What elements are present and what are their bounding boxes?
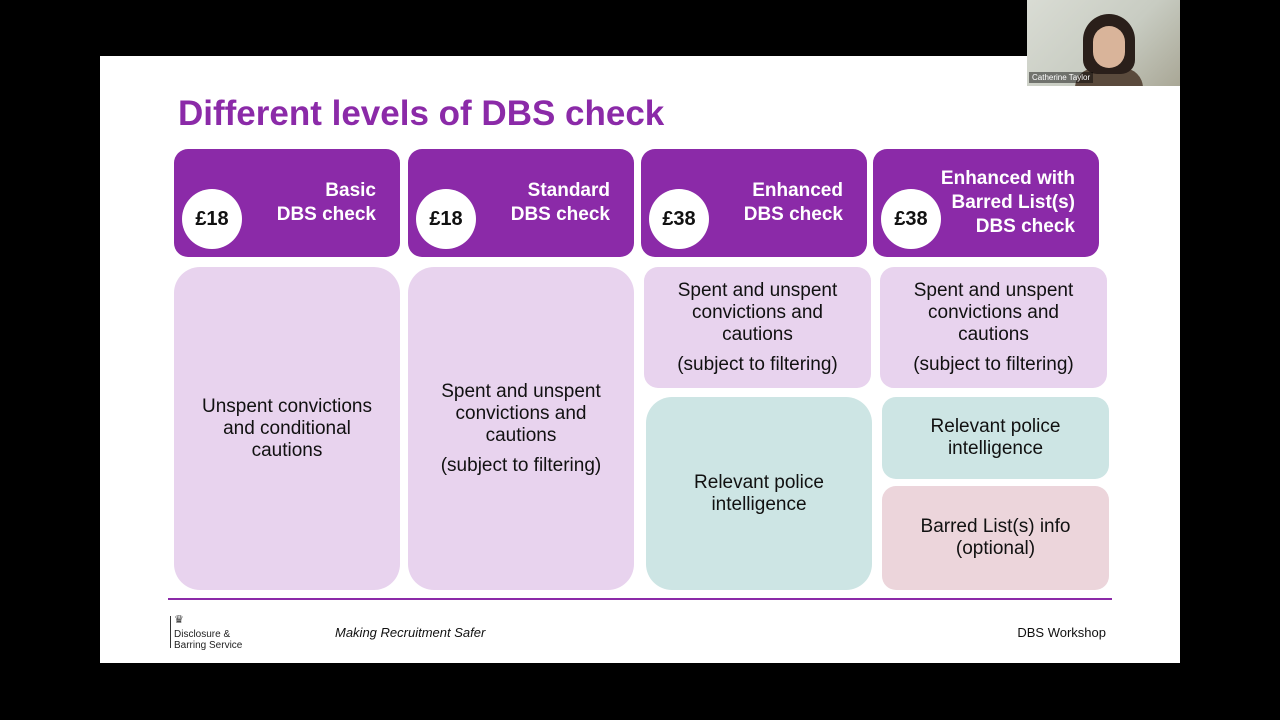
info-line: cautions xyxy=(958,323,1029,345)
header-basic: £18 Basic DBS check xyxy=(174,149,400,257)
header-label-line: DBS check xyxy=(510,204,610,225)
header-label-line: DBS check xyxy=(975,216,1075,237)
info-line: convictions and xyxy=(692,301,823,323)
price-badge: £18 xyxy=(182,189,242,249)
info-line: intelligence xyxy=(711,493,807,515)
info-line: intelligence xyxy=(947,438,1044,459)
info-line: Unspent convictions xyxy=(201,395,373,417)
info-line: Barred List(s) info xyxy=(920,516,1071,537)
header-label: Enhanced with Barred List(s) DBS check xyxy=(941,149,1075,257)
info-subtext: (subject to filtering) xyxy=(440,454,602,476)
info-line: cautions xyxy=(251,439,323,461)
header-enhanced: £38 Enhanced DBS check xyxy=(641,149,867,257)
avatar-face xyxy=(1093,26,1125,68)
price-badge: £38 xyxy=(881,189,941,249)
info-line: Spent and unspent xyxy=(913,279,1074,301)
price-badge: £38 xyxy=(649,189,709,249)
info-box: Relevant police intelligence xyxy=(882,397,1109,479)
logo-line: Disclosure & xyxy=(174,629,231,640)
header-label: Enhanced DBS check xyxy=(744,149,843,257)
info-line: Spent and unspent xyxy=(677,279,838,301)
header-label-line: Enhanced with xyxy=(940,168,1075,189)
info-line: cautions xyxy=(485,424,557,446)
header-label-line: Enhanced xyxy=(752,180,843,201)
participant-name: Catherine Taylor xyxy=(1029,72,1094,83)
info-box: Spent and unspent convictions and cautio… xyxy=(644,267,871,388)
info-box: Unspent convictions and conditional caut… xyxy=(174,267,400,590)
header-label-line: DBS check xyxy=(743,204,843,225)
info-box: Spent and unspent convictions and cautio… xyxy=(880,267,1107,388)
info-line: Relevant police xyxy=(694,471,824,493)
info-box: Spent and unspent convictions and cautio… xyxy=(408,267,634,590)
info-line: and conditional xyxy=(223,417,351,439)
info-line: Relevant police xyxy=(930,416,1061,437)
header-enhanced-barred: £38 Enhanced with Barred List(s) DBS che… xyxy=(873,149,1099,257)
logo-text: Disclosure & Barring Service xyxy=(174,629,242,651)
price-badge: £18 xyxy=(416,189,476,249)
info-line: cautions xyxy=(722,323,793,345)
header-label: Standard DBS check xyxy=(511,149,610,257)
info-subtext: (subject to filtering) xyxy=(913,353,1074,375)
slide-title: Different levels of DBS check xyxy=(178,94,665,133)
info-box: Barred List(s) info (optional) xyxy=(882,486,1109,590)
info-subtext: (subject to filtering) xyxy=(677,353,838,375)
info-line: convictions and xyxy=(455,402,587,424)
info-line: Spent and unspent xyxy=(441,380,601,402)
info-line: (optional) xyxy=(955,538,1036,559)
participant-avatar xyxy=(1075,14,1143,86)
header-label-line: Basic xyxy=(325,180,376,201)
header-standard: £18 Standard DBS check xyxy=(408,149,634,257)
header-label-line: DBS check xyxy=(276,204,376,225)
footer-divider xyxy=(168,598,1112,600)
footer-workshop-label: DBS Workshop xyxy=(1017,625,1106,640)
header-label-line: Standard xyxy=(527,180,610,201)
footer-tagline: Making Recruitment Safer xyxy=(335,625,486,640)
presentation-slide: Different levels of DBS check £18 Basic … xyxy=(100,56,1180,663)
header-label-line: Barred List(s) xyxy=(951,192,1075,213)
participant-video-tile[interactable]: Catherine Taylor xyxy=(1027,0,1180,86)
crest-icon: ♛ xyxy=(174,614,184,626)
logo-line: Barring Service xyxy=(174,640,243,651)
logo-bar xyxy=(170,616,171,648)
info-box: Relevant police intelligence xyxy=(646,397,872,590)
info-line: convictions and xyxy=(928,301,1059,323)
header-label: Basic DBS check xyxy=(277,149,376,257)
dbs-logo: ♛ Disclosure & Barring Service xyxy=(170,612,260,652)
